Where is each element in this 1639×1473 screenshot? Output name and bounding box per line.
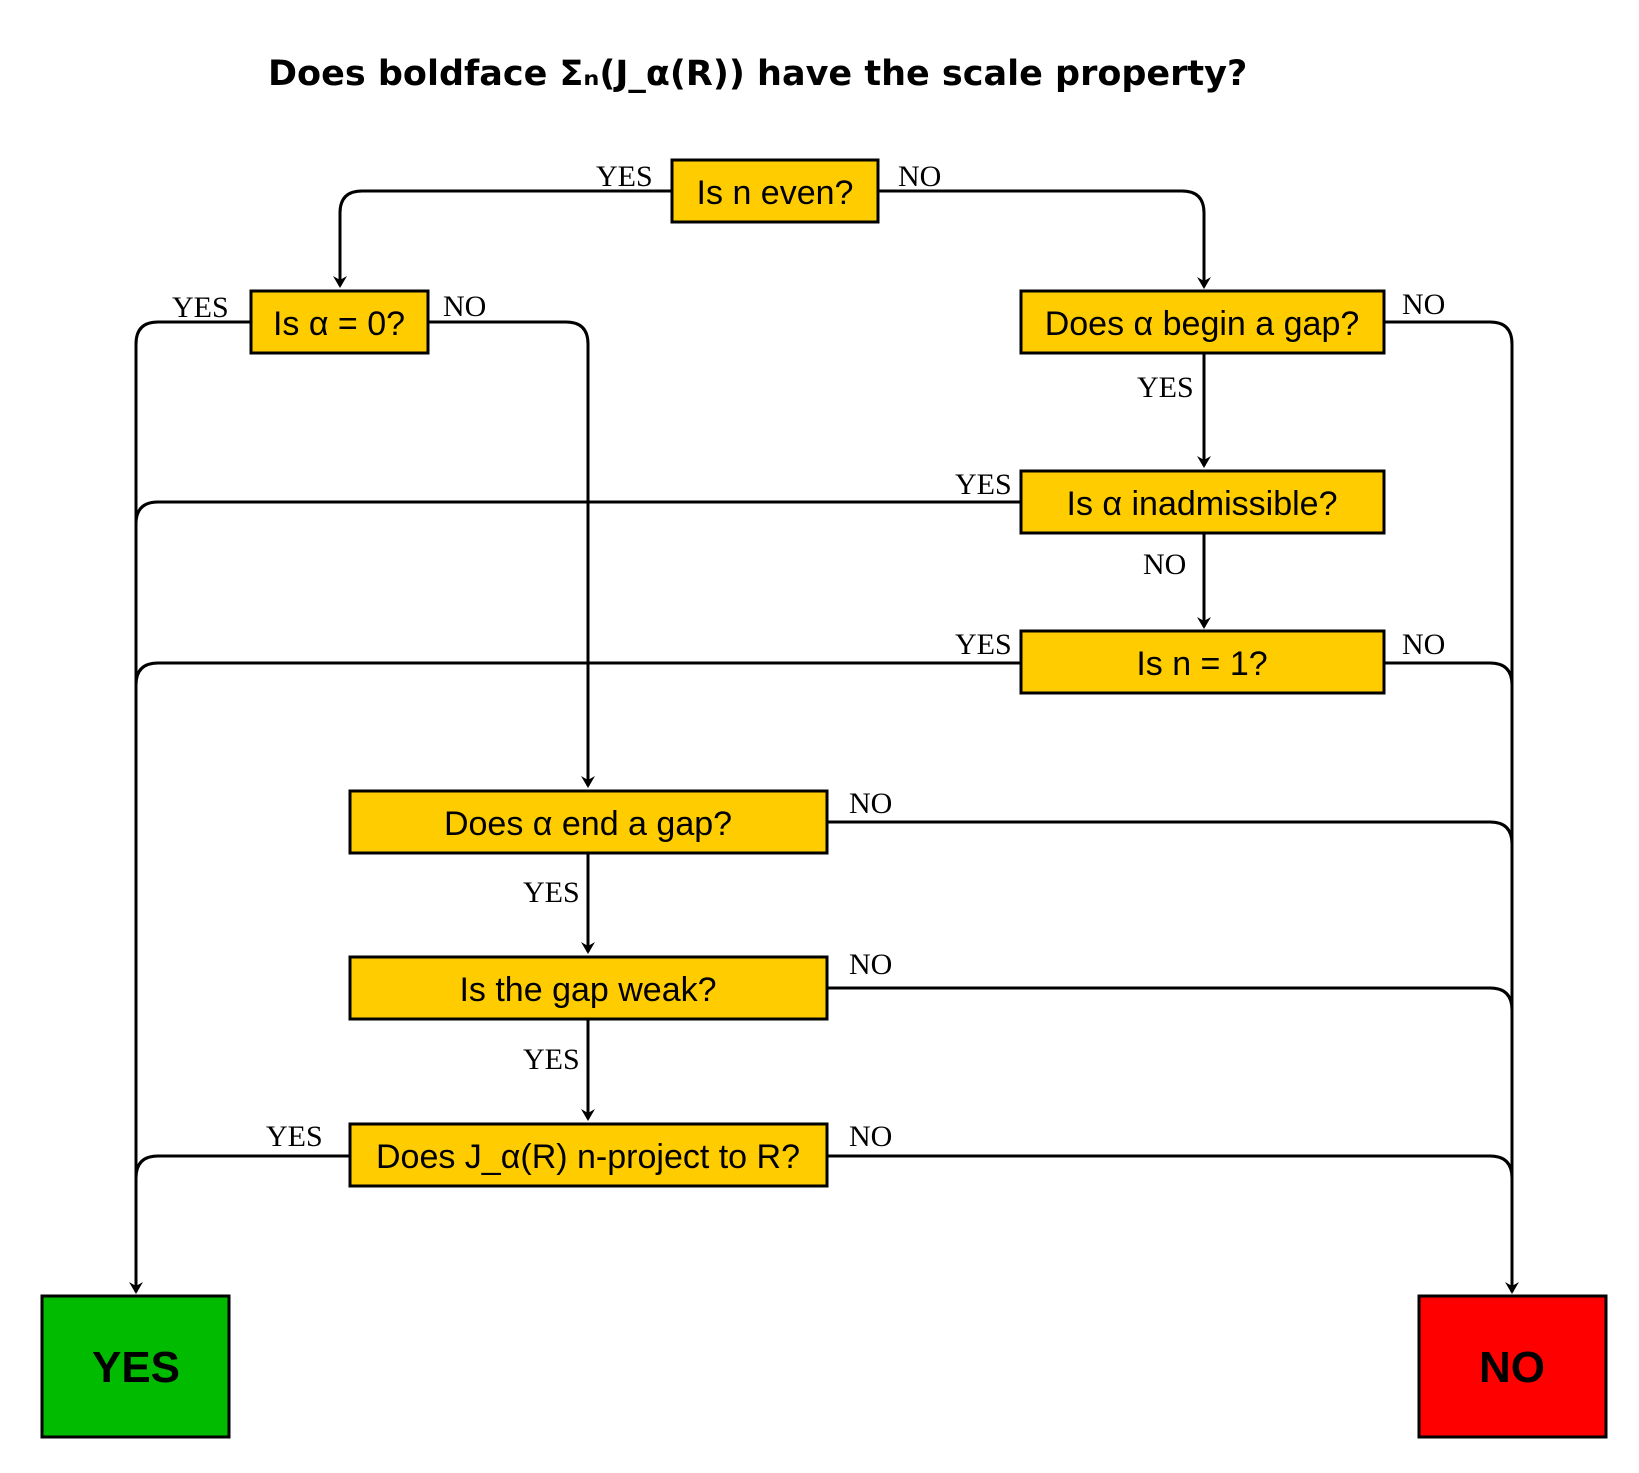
node-alpha-zero: Is α = 0?: [249, 289, 430, 355]
label-begin-gap-yes: YES: [1137, 371, 1194, 404]
node-end-gap: Does α end a gap?: [348, 789, 829, 855]
node-end-gap-text: Does α end a gap?: [444, 805, 732, 843]
node-gap-weak-text: Is the gap weak?: [459, 971, 716, 1009]
edge-end-gap-no: [827, 820, 1514, 845]
node-begin-gap-text: Does α begin a gap?: [1045, 305, 1360, 343]
terminal-yes: YES: [40, 1294, 231, 1439]
label-n-project-no: NO: [849, 1120, 892, 1153]
label-n-even-no: NO: [898, 160, 941, 193]
node-inadmissible-text: Is α inadmissible?: [1067, 485, 1338, 523]
label-n-one-yes: YES: [955, 628, 1012, 661]
edge-n-project-no: [827, 1154, 1514, 1179]
edge-n-one-no: [1384, 661, 1514, 686]
node-n-project-text: Does J_α(R) n-project to R?: [376, 1138, 800, 1176]
edge-gap-weak-no: [827, 986, 1514, 1011]
node-n-project: Does J_α(R) n-project to R?: [348, 1122, 829, 1188]
label-inadmissible-no: NO: [1143, 548, 1186, 581]
node-n-one-text: Is n = 1?: [1136, 645, 1267, 683]
node-n-one: Is n = 1?: [1019, 629, 1386, 695]
edge-inadmissible-yes: [134, 500, 1021, 525]
diagram-title: Does boldface Σₙ(J_α(R)) have the scale …: [268, 54, 1247, 94]
node-n-even-text: Is n even?: [697, 174, 854, 212]
edge-n-even-no: [878, 189, 1211, 289]
edges: [129, 189, 1519, 1294]
label-n-one-no: NO: [1402, 628, 1445, 661]
label-end-gap-yes: YES: [523, 876, 580, 909]
edge-n-even-yes: [333, 189, 672, 288]
edge-n-project-yes: [134, 1154, 350, 1179]
terminal-no-text: NO: [1479, 1343, 1545, 1392]
node-n-even: Is n even?: [670, 158, 880, 224]
label-inadmissible-yes: YES: [955, 468, 1012, 501]
terminal-yes-text: YES: [92, 1343, 180, 1392]
label-end-gap-no: NO: [849, 787, 892, 820]
label-alpha-zero-yes: YES: [172, 291, 229, 324]
label-alpha-zero-no: NO: [443, 290, 486, 323]
label-n-even-yes: YES: [596, 160, 653, 193]
edge-labels: YES NO YES NO NO YES YES NO YES NO NO YE…: [172, 160, 1445, 1153]
node-inadmissible: Is α inadmissible?: [1019, 469, 1386, 535]
label-begin-gap-no: NO: [1402, 288, 1445, 321]
node-begin-gap: Does α begin a gap?: [1019, 289, 1386, 355]
node-alpha-zero-text: Is α = 0?: [273, 305, 405, 343]
node-gap-weak: Is the gap weak?: [348, 955, 829, 1021]
edge-n-one-yes: [134, 661, 1021, 686]
edge-begin-gap-no: [1384, 320, 1519, 1294]
edge-alpha-zero-no: [428, 320, 595, 788]
edge-alpha-zero-yes: [129, 320, 251, 1294]
terminal-no: NO: [1417, 1294, 1608, 1439]
label-n-project-yes: YES: [266, 1120, 323, 1153]
label-gap-weak-no: NO: [849, 948, 892, 981]
label-gap-weak-yes: YES: [523, 1043, 580, 1076]
